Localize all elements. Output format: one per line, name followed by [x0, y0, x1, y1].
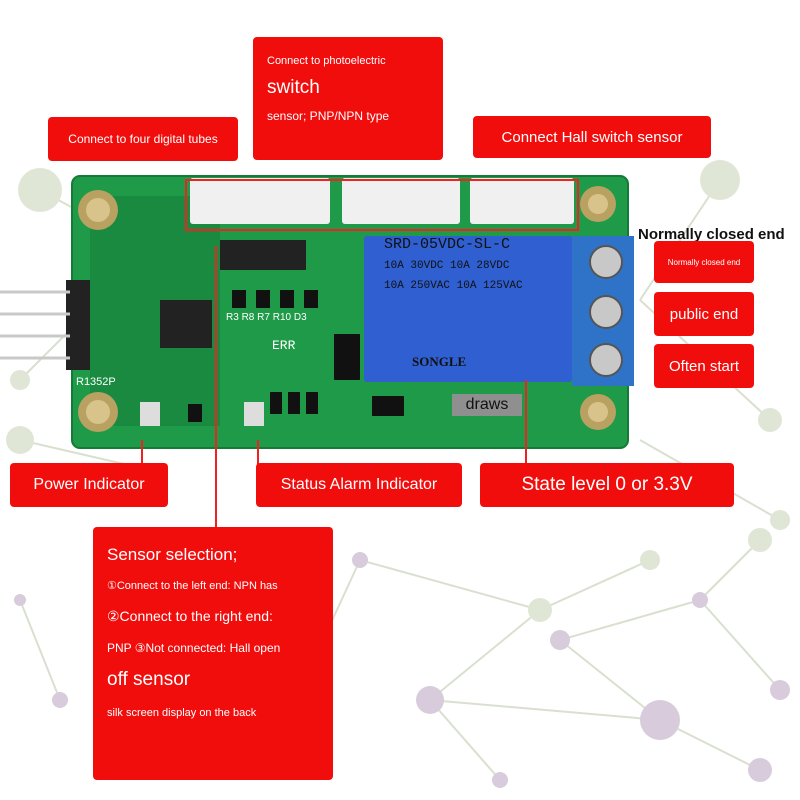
photoelectric-line-2: switch [267, 77, 320, 98]
photoelectric-line-3: sensor; PNP/NPN type [267, 109, 390, 123]
mounting-hole-bottom-right [580, 394, 616, 430]
err-silkscreen: ERR [272, 338, 296, 353]
mounting-hole-top-left [78, 190, 118, 230]
power-led [140, 402, 160, 426]
relay-rating-2: 10A 30VDC 10A 28VDC [384, 260, 510, 272]
status-led [244, 402, 264, 426]
photoelectric-callout: Connect to photoelectric switch sensor; … [253, 37, 443, 160]
mounting-hole-bottom-left [78, 392, 118, 432]
sensor-selection-line-5: silk screen display on the back [107, 707, 257, 719]
reference-designators: R3 R8 R7 R10 D3 [226, 312, 307, 323]
sensor-selection-line-1: ①Connect to the left end: NPN has [107, 580, 278, 592]
public-end-callout: public end [654, 292, 754, 336]
relay-body [364, 236, 572, 382]
normally-closed-heading: Normally closed end [638, 226, 785, 243]
power-indicator-callout: Power Indicator [10, 463, 168, 507]
normally-closed-callout: Normally closed end [654, 241, 754, 283]
sensor-selection-callout: Sensor selection; ①Connect to the left e… [93, 527, 333, 780]
ic-chip [160, 300, 212, 348]
often-start-callout: Often start [654, 344, 754, 388]
hall-switch-callout: Connect Hall switch sensor [473, 116, 711, 158]
relay-brand: SONGLE [412, 354, 467, 369]
model-silkscreen: R1352P [76, 376, 116, 388]
sensor-selection-title: Sensor selection; [107, 545, 238, 564]
sensor-selection-line-2: ②Connect to the right end: [107, 608, 273, 624]
relay-model-text: SRD-05VDC-SL-C [384, 236, 511, 253]
draws-label: draws [452, 394, 522, 416]
pin-header [0, 280, 90, 370]
digital-tubes-callout: Connect to four digital tubes [48, 117, 238, 161]
jumper-header [220, 240, 306, 270]
sensor-selection-line-4: off sensor [107, 669, 191, 690]
mounting-hole-top-right [580, 186, 616, 222]
status-alarm-callout: Status Alarm Indicator [256, 463, 462, 507]
relay-rating-1: 10A 250VAC 10A 125VAC [384, 280, 523, 292]
diode [334, 334, 360, 380]
state-level-callout: State level 0 or 3.3V [480, 463, 734, 507]
photoelectric-line-1: Connect to photoelectric [267, 55, 386, 67]
connectors [190, 178, 574, 224]
sensor-selection-line-3: PNP ③Not connected: Hall open [107, 641, 281, 655]
